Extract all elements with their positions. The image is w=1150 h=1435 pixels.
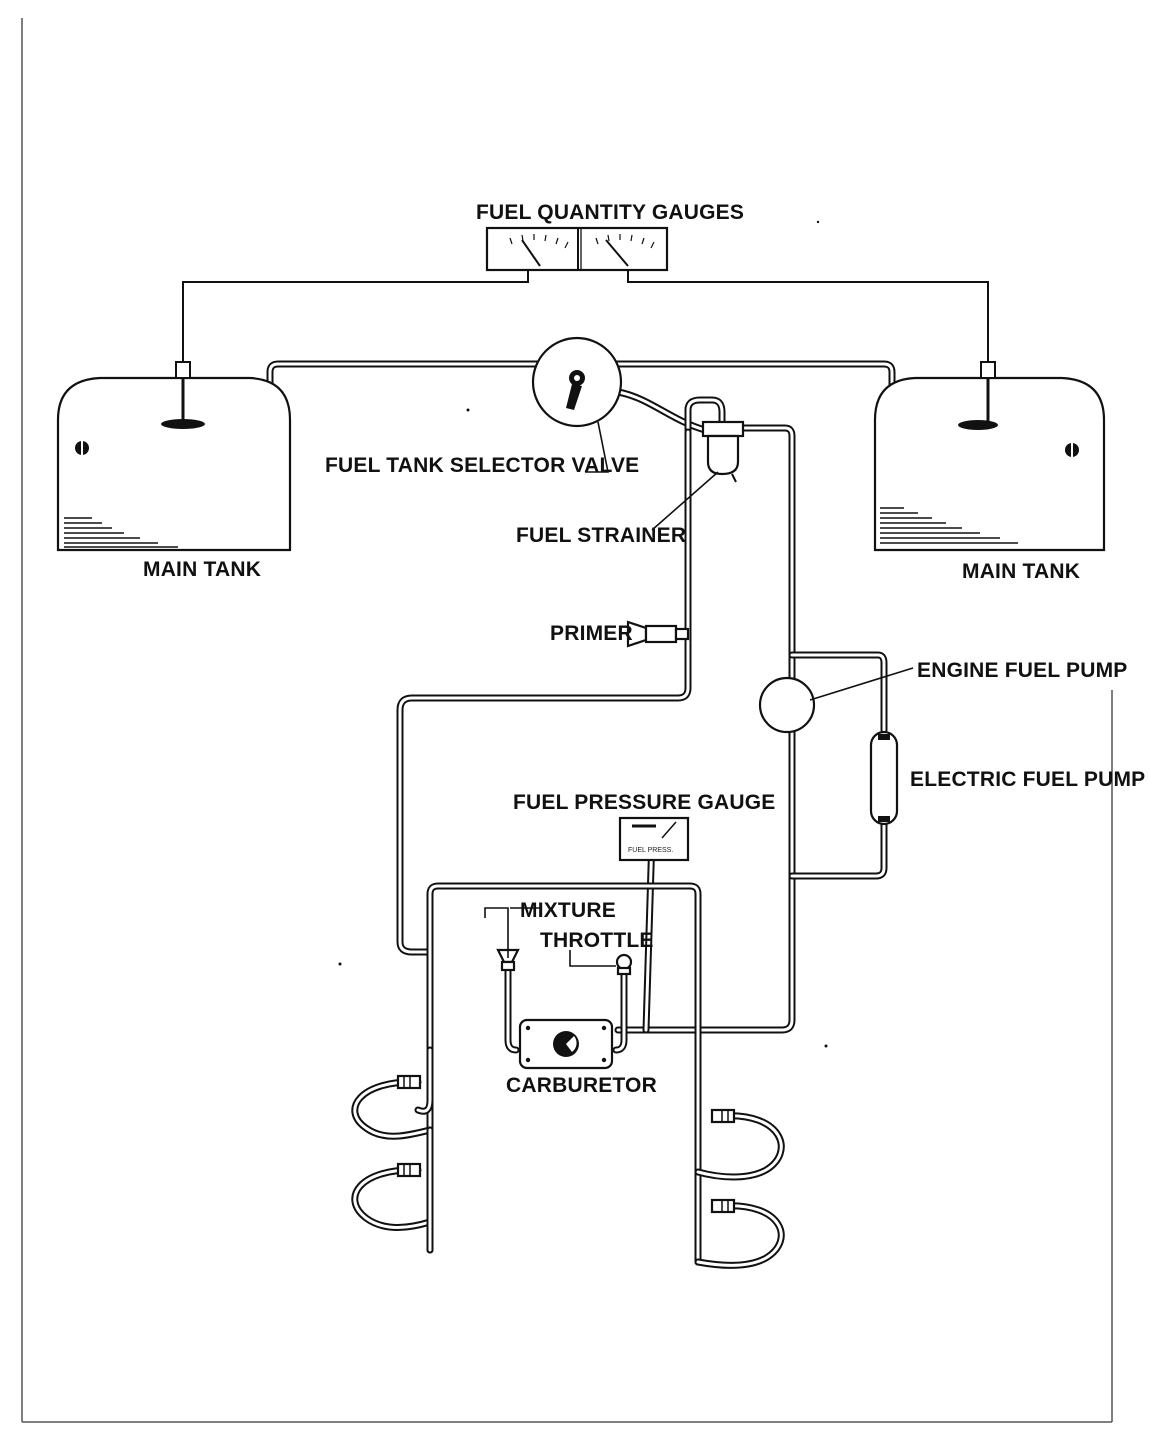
pipe-throttle-inner [614, 966, 626, 1052]
left-tank-sender [161, 361, 205, 429]
right-main-tank [873, 361, 1106, 552]
fuel-tank-selector-valve-label: FUEL TANK SELECTOR VALVE [325, 454, 639, 477]
right-tank-sender [958, 361, 998, 430]
engine-fuel-pump-label: ENGINE FUEL PUMP [917, 659, 1128, 682]
throttle-label: THROTTLE [540, 929, 654, 952]
fuel-pressure-gauge: FUEL PRESS. [618, 816, 690, 862]
mixture-label: MIXTURE [520, 899, 616, 922]
primer-nozzle-left-top [396, 1074, 422, 1090]
leader-lines [484, 421, 914, 967]
primer [626, 620, 690, 648]
carburetor-label: CARBURETOR [506, 1074, 657, 1097]
engine-fuel-pump [758, 676, 816, 734]
throttle-control [615, 953, 633, 976]
pipe-primer-branch-inner [398, 430, 690, 954]
pipe-primer-right-coil2-inner [696, 1204, 783, 1267]
pipe-primer-right-coil1-inner [696, 1114, 783, 1179]
primer-label: PRIMER [550, 622, 633, 645]
right-tank-fuel-hatch [880, 507, 1018, 544]
pipe-electric-bypass-bottom-inner [790, 818, 886, 878]
scan-specks [338, 220, 828, 1048]
electric-fuel-pump-label: ELECTRIC FUEL PUMP [910, 768, 1145, 791]
left-quantity-gauge-needle [509, 234, 569, 267]
primer-nozzle-left-bottom [396, 1162, 422, 1178]
labels: FUEL QUANTITY GAUGES FUEL TANK SELECTOR … [143, 201, 1145, 1097]
page-frame [21, 18, 1113, 1423]
fuel-quantity-gauges [485, 226, 669, 272]
pipe-mixture-inner [506, 958, 518, 1052]
primer-nozzles [396, 1074, 736, 1214]
main-tank-left-label: MAIN TANK [143, 558, 261, 581]
fuel-pressure-gauge-label: FUEL PRESSURE GAUGE [513, 791, 775, 814]
main-tank-right-label: MAIN TANK [962, 560, 1080, 583]
pressure-gauge-face-text: FUEL PRESS. [628, 847, 673, 854]
pipe-electric-bypass-top-inner [790, 653, 886, 732]
gauge-wires [182, 270, 989, 368]
primer-nozzle-right-top [710, 1108, 736, 1124]
pipe-right-tank-inner [610, 362, 894, 394]
pipe-left-tank-outer [266, 360, 546, 389]
fuel-strainer [701, 420, 745, 483]
fuel-strainer-label: FUEL STRAINER [516, 524, 686, 547]
pipe-primer-left-coil1-inner [353, 1080, 432, 1138]
pipe-primer-left-1-inner [416, 1048, 432, 1113]
right-quantity-gauge-needle [595, 234, 655, 267]
fuel-quantity-gauges-label: FUEL QUANTITY GAUGES [476, 201, 744, 224]
pipe-primer-branch-outer [396, 428, 692, 956]
fuel-lines [266, 360, 896, 1269]
left-main-tank [56, 361, 292, 552]
primer-nozzle-right-bottom [710, 1198, 736, 1214]
pipe-primer-left-coil2-inner [353, 1168, 432, 1229]
carburetor [518, 1018, 614, 1070]
electric-fuel-pump [869, 730, 899, 826]
pipe-loop-rect-inner [428, 884, 700, 1264]
pipe-valve-strainer-inner [616, 390, 707, 432]
pipe-electric-bypass-bottom-outer [788, 816, 888, 880]
pipe-pressure-gauge-inner [644, 834, 654, 1032]
pipe-right-tank-outer [608, 360, 896, 396]
pipe-left-tank-inner [268, 362, 544, 387]
fuel-tank-selector-valve [531, 336, 623, 428]
pipe-strainer-loop-inner [686, 398, 724, 432]
left-tank-fuel-hatch [64, 517, 178, 548]
